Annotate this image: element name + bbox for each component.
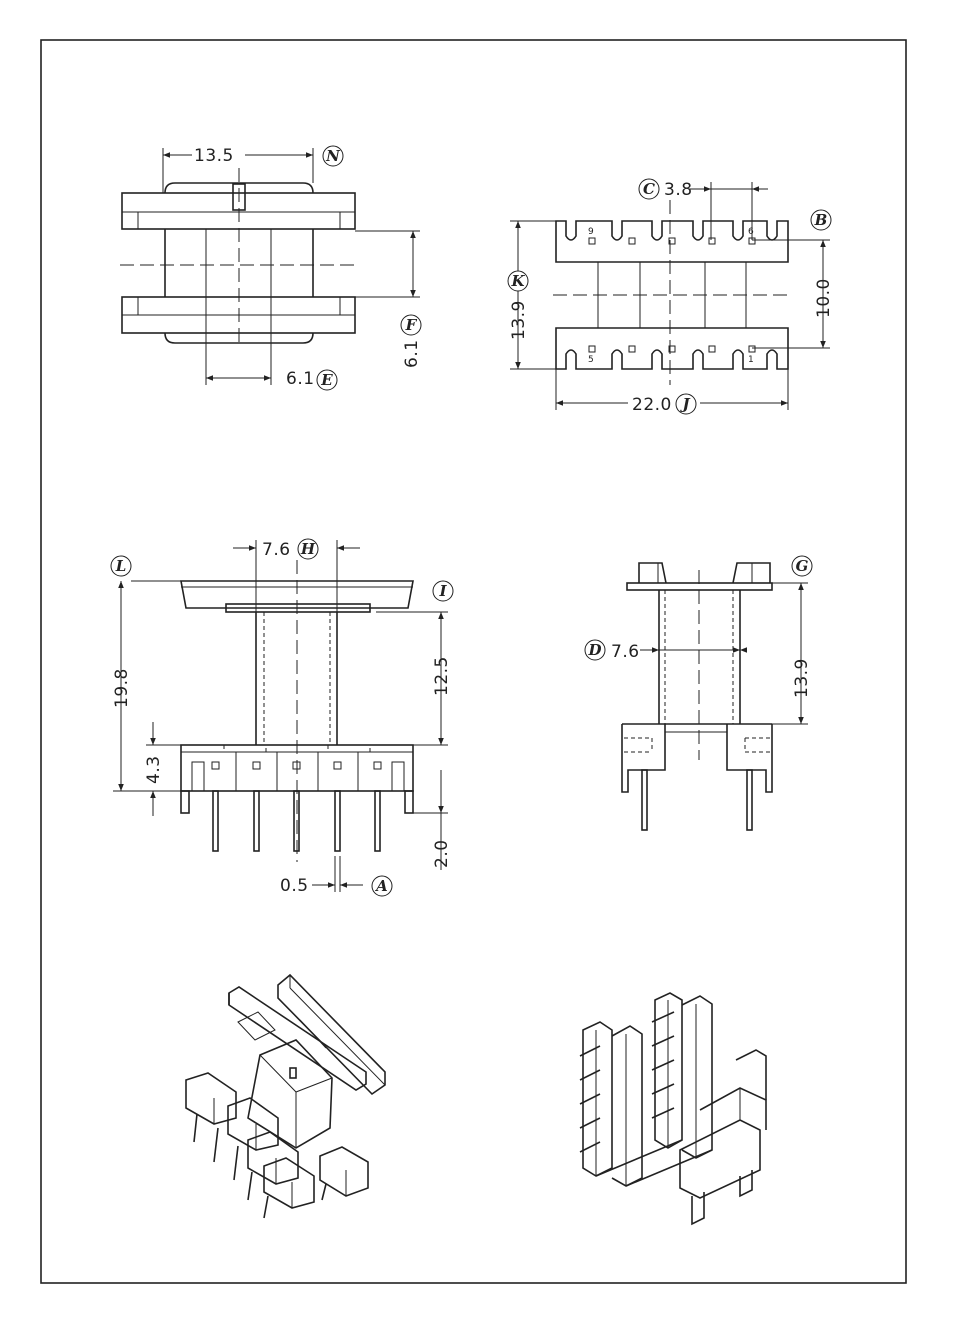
tag-h: H [300, 540, 316, 558]
dim-2.0: 2.0 [432, 839, 452, 868]
tag-l: L [115, 557, 127, 575]
tag-g-circle [791, 555, 813, 577]
tag-g: G [796, 557, 809, 575]
upper-comb [555, 220, 789, 263]
front-view: 7.6 H L 19.8 4.3 I 12.5 2.0 0.5 A [110, 538, 454, 897]
tag-j-circle [675, 393, 697, 415]
isometric-view-left [185, 973, 386, 1219]
tag-j: J [679, 395, 690, 413]
tag-k-circle [507, 270, 529, 292]
top-left-view: 13.5 N 6.1 E F 6.1 [120, 145, 422, 391]
side-view: D 7.6 G 13.9 [584, 555, 813, 831]
tag-l-circle [110, 555, 132, 577]
lower-comb [555, 327, 789, 370]
tag-n: N [325, 147, 341, 165]
dim-3.8: 3.8 [664, 180, 693, 200]
tag-b: B [814, 211, 828, 229]
dim-13.9-g: 13.9 [792, 658, 812, 698]
tag-b-circle [810, 209, 832, 231]
dim-13.9-k: 13.9 [509, 300, 529, 340]
dim-10.0: 10.0 [814, 278, 834, 318]
tag-h-circle [297, 538, 319, 560]
tag-c: C [643, 180, 655, 198]
tag-a-circle [371, 875, 393, 897]
tag-d: D [587, 641, 601, 659]
isometric-view-right [579, 992, 767, 1226]
top-flange [180, 580, 414, 609]
pin-label-9: 9 [588, 227, 594, 237]
pin-label-6: 6 [748, 227, 754, 237]
tag-a: A [374, 877, 388, 895]
dim-0.5: 0.5 [280, 876, 309, 896]
dim-7.6-h: 7.6 [262, 540, 291, 560]
tag-d-circle [584, 639, 606, 661]
dim-13.5: 13.5 [194, 146, 234, 166]
tag-f-circle [400, 314, 422, 336]
dim-7.6-d: 7.6 [611, 642, 640, 662]
dim-22.0: 22.0 [632, 395, 672, 415]
tag-c-circle [638, 178, 660, 200]
dim-6.1-e: 6.1 [286, 369, 315, 389]
tag-k: K [510, 272, 525, 290]
dim-6.1-f: 6.1 [402, 339, 422, 368]
tag-f: F [405, 316, 418, 334]
top-right-view: 9 6 5 1 C 3.8 B 10.0 K 13.9 [507, 178, 834, 415]
dim-12.5: 12.5 [432, 656, 452, 696]
sheet-border [40, 39, 907, 1284]
dim-4.3: 4.3 [144, 755, 164, 784]
tag-e: E [320, 371, 333, 389]
tag-e-circle [316, 369, 338, 391]
dim-19.8: 19.8 [112, 668, 132, 708]
tag-i: I [438, 582, 447, 600]
pin-label-5: 5 [588, 355, 594, 365]
tag-n-circle [322, 145, 344, 167]
pin-label-1: 1 [748, 355, 754, 365]
tag-i-circle [432, 580, 454, 602]
